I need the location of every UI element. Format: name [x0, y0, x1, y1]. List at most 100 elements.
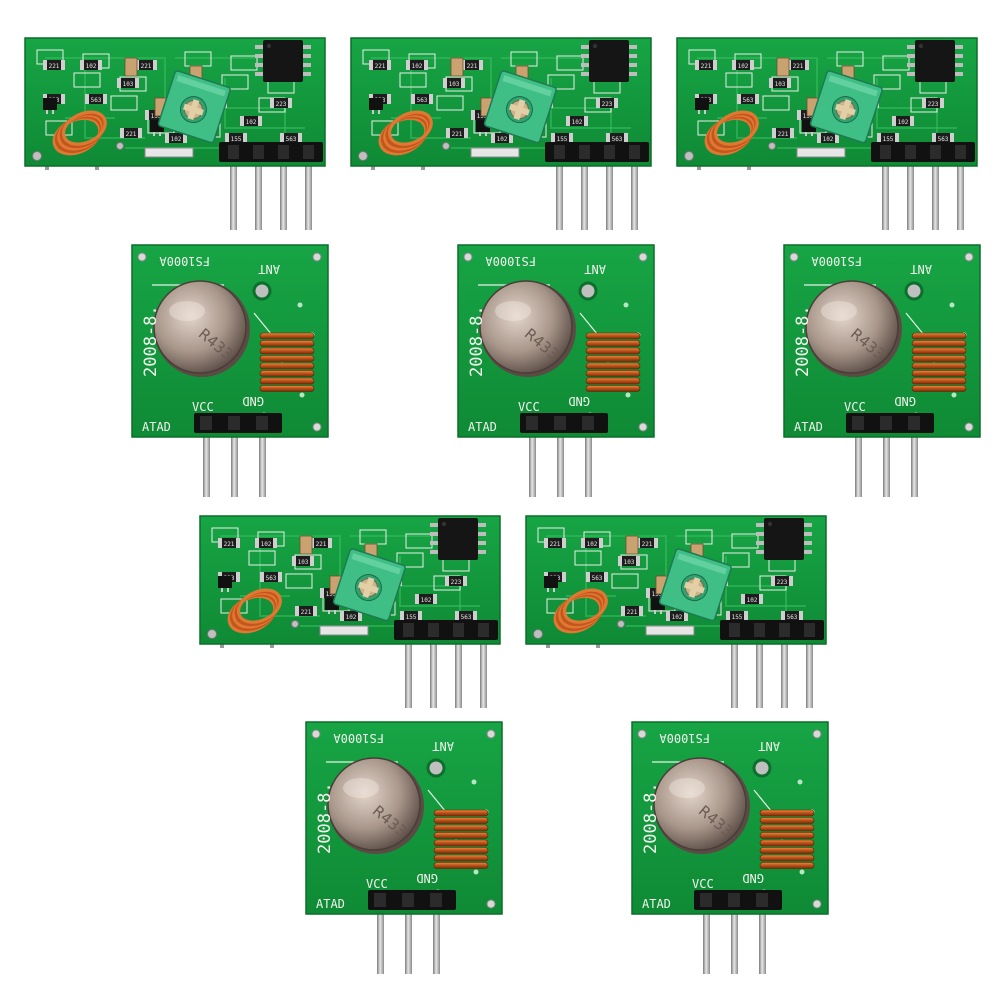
ic-lead [255, 72, 263, 76]
trimmer-potentiometer [332, 548, 406, 622]
pcb-trace [546, 535, 667, 576]
ic-lead [303, 72, 311, 76]
smd-marking: 155 [326, 591, 337, 598]
ic-lead [756, 532, 764, 536]
mounting-hole [312, 422, 322, 432]
coil-winding [259, 347, 315, 355]
pcb-trace [45, 57, 166, 98]
coil-winding [585, 332, 641, 340]
ic-lead [907, 63, 915, 67]
label-model: FS1000A [485, 254, 536, 268]
coil-winding [259, 340, 315, 347]
pin-header-block [545, 142, 649, 162]
smd-marking: 221 [49, 63, 60, 70]
smd-component: 102 [406, 60, 428, 70]
ic-lead [955, 63, 963, 67]
inductor-coil [378, 110, 433, 156]
silkscreen-outline [873, 74, 901, 90]
highlight [495, 301, 531, 321]
ic-lead [478, 523, 486, 527]
smd-marking: 563 [592, 575, 603, 582]
header-pin [280, 156, 287, 230]
highlight [169, 301, 205, 321]
smd-marking: 563 [612, 136, 623, 143]
antenna-pad [904, 281, 924, 301]
label-gnd: GND [894, 394, 916, 408]
label-date: 2008-8. [467, 305, 487, 377]
trimmer-potentiometer [157, 70, 231, 144]
header-pin [230, 156, 237, 230]
silkscreen-outline [396, 552, 424, 568]
ic-lead [756, 523, 764, 527]
header-pin [557, 415, 564, 497]
smd-marking: 223 [451, 579, 462, 586]
mounting-hole [638, 422, 648, 432]
label-data: ATAD [794, 420, 823, 434]
coil-winding [759, 832, 815, 839]
trimmer-potentiometer [809, 70, 883, 144]
coil-winding [759, 824, 815, 832]
label-model: FS1000A [159, 254, 210, 268]
smd-component: 223 [922, 98, 944, 108]
mounting-hole [533, 629, 543, 639]
smd-component: 102 [741, 594, 763, 604]
label-date: 2008-8. [315, 782, 335, 854]
smd-component: 221 [695, 60, 717, 70]
header-pin [480, 634, 487, 708]
inductor-coil [704, 110, 759, 156]
smd-component: 102 [732, 60, 754, 70]
silkscreen-outline [725, 72, 753, 88]
coil-winding [585, 355, 641, 362]
header-pin [907, 156, 914, 230]
mounting-hole [964, 252, 974, 262]
ic-lead [804, 523, 812, 527]
ic-lead [581, 63, 589, 67]
label-gnd: GND [742, 871, 764, 885]
label-gnd: GND [568, 394, 590, 408]
label-gnd: GND [242, 394, 264, 408]
coil-winding [433, 862, 489, 869]
header-pin [781, 634, 788, 708]
pin-header-block [394, 620, 498, 640]
smd-marking: 155 [557, 136, 568, 143]
smd-component: 155 [400, 611, 422, 621]
header-pin [433, 892, 440, 974]
header-pin [756, 634, 763, 708]
pcb-trace [371, 57, 492, 98]
antenna-pad [426, 758, 446, 778]
coil-winding [759, 854, 815, 862]
smd-marking: 155 [732, 614, 743, 621]
smd-component: 563 [606, 133, 628, 143]
smd-marking: 221 [316, 541, 327, 548]
via [473, 869, 479, 875]
ic-lead [581, 54, 589, 58]
mounting-hole [311, 729, 321, 739]
coil-winding [759, 817, 815, 824]
capacitor [450, 57, 464, 77]
silkscreen-outline [73, 72, 101, 88]
capacitor [299, 535, 313, 555]
smd-marking: 102 [672, 614, 683, 621]
coil-winding [259, 370, 315, 377]
label-date: 2008-8. [793, 305, 813, 377]
label-vcc: VCC [844, 400, 866, 414]
coil-winding [585, 385, 641, 392]
pin-header-block [219, 142, 323, 162]
receiver-module: 2211021031552235632211021031552235632211… [199, 515, 501, 708]
ic-lead [478, 532, 486, 536]
header-pin [305, 156, 312, 230]
label-vcc: VCC [518, 400, 540, 414]
smd-component: 563 [280, 133, 302, 143]
ic-lead [629, 72, 637, 76]
ic-lead [629, 54, 637, 58]
smd-marking: 102 [747, 597, 758, 604]
via [617, 620, 625, 628]
mounting-hole [638, 252, 648, 262]
smd-marking: 102 [421, 597, 432, 604]
smd-component: 102 [666, 611, 688, 621]
coil-winding [585, 370, 641, 377]
transistor [369, 98, 383, 110]
